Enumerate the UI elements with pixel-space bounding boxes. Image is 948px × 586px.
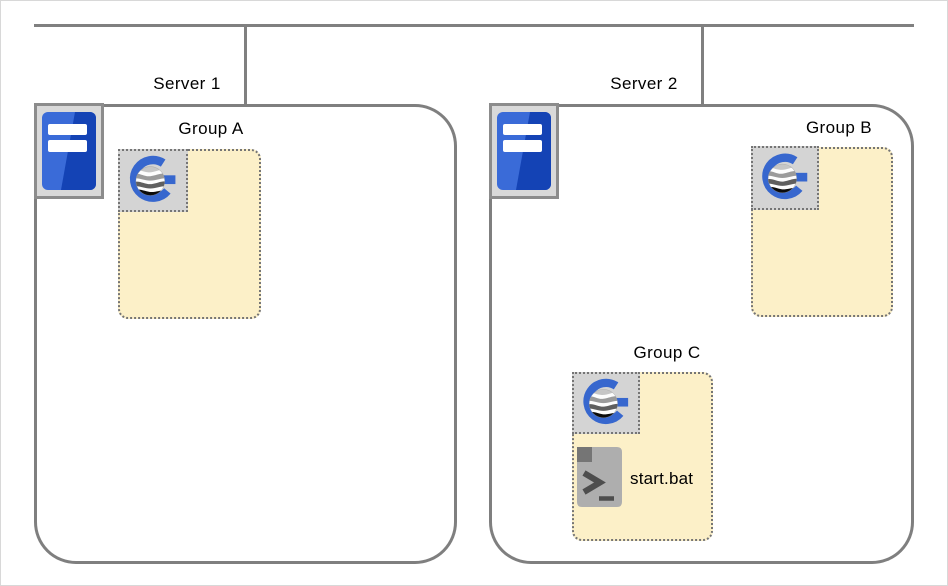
server2-label: Server 2 xyxy=(610,74,678,93)
server-tower-icon xyxy=(34,103,104,199)
g-logo-icon xyxy=(118,149,188,212)
server1-label: Server 1 xyxy=(153,74,221,93)
server2-connector-line xyxy=(701,25,704,105)
network-bus-line xyxy=(34,24,914,27)
g-logo-icon xyxy=(751,146,819,210)
group-c-label: Group C xyxy=(633,343,701,362)
server1-connector-line xyxy=(244,25,247,105)
start-bat-label: start.bat xyxy=(630,469,694,488)
group-b-label: Group B xyxy=(805,118,873,137)
server-tower-icon xyxy=(489,103,559,199)
group-a-label: Group A xyxy=(178,119,244,138)
batch-script-icon xyxy=(576,446,623,509)
g-logo-icon xyxy=(572,372,640,434)
